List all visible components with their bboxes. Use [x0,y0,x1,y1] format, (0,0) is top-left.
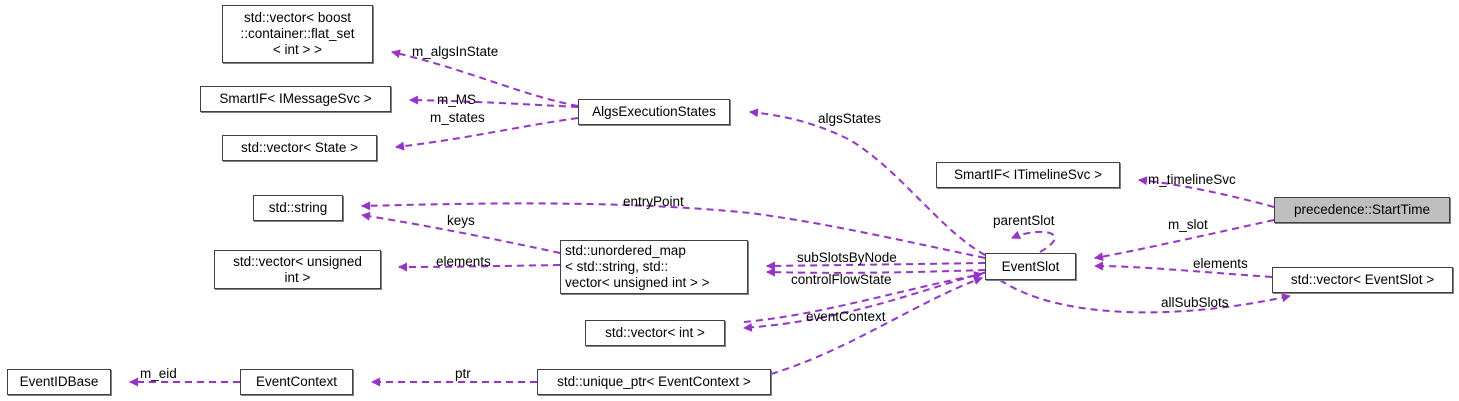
node-eventcontext[interactable]: EventContext [240,369,353,395]
edge-label-e-ptr: ptr [455,366,471,381]
node-std_string[interactable]: std::string [253,195,343,221]
node-smartif_itimelinesvc[interactable]: SmartIF< ITimelineSvc > [936,162,1120,188]
edge-label-e-m_slot: m_slot [1168,217,1208,232]
edge-label-e-m_states: m_states [430,110,485,125]
node-vector_int[interactable]: std::vector< int > [585,320,725,346]
node-smartif_imessagesvc[interactable]: SmartIF< IMessageSvc > [200,86,391,112]
node-vector_eventslot[interactable]: std::vector< EventSlot > [1272,267,1453,293]
edge-e-parentSlot [1011,230,1056,253]
edge-label-e-m_algsInState: m_algsInState [412,44,499,59]
edge-label-e-subSlotsByNode: subSlotsByNode [797,250,897,265]
edge-e-m_algsInState [391,49,579,107]
edge-e-m_states [395,117,579,151]
node-vector_flat_set[interactable]: std::vector< boost ::container::flat_set… [222,5,373,63]
edge-label-e-m_MS: m_MS [437,92,477,107]
edge-label-e-parentSlot: parentSlot [993,213,1055,228]
edge-e-eventctx-up [770,276,983,375]
node-unique_ptr_eventctx[interactable]: std::unique_ptr< EventContext > [537,369,771,395]
edge-e-m_MS [409,95,579,108]
node-algsexecutionstates[interactable]: AlgsExecutionStates [578,99,730,125]
edge-e-allSubSlots [999,279,1291,314]
edge-label-e-controlFlowState: controlFlowState [791,272,892,287]
edge-label-e-m_timelineSvc: m_timelineSvc [1148,172,1236,187]
edge-label-e-elements-umap: elements [436,254,491,269]
edge-label-e-m_eid: m_eid [140,366,177,381]
node-eventidbase[interactable]: EventIDBase [7,369,111,395]
edge-label-e-allSubSlots: allSubSlots [1161,295,1229,310]
edge-label-e-algsStates: algsStates [818,111,882,126]
node-vector_unsigned_int[interactable]: std::vector< unsigned int > [214,250,381,289]
edge-label-e-elements-eslot: elements [1193,256,1248,271]
node-unordered_map[interactable]: std::unordered_map < std::string, std:: … [560,240,748,294]
edge-label-e-eventContext: eventContext [806,309,886,324]
edge-label-e-entryPoint: entryPoint [623,194,684,209]
edge-label-e-keys: keys [447,213,475,228]
node-eventslot[interactable]: EventSlot [985,253,1076,280]
node-vector_state[interactable]: std::vector< State > [222,135,377,161]
node-precedence_starttime[interactable]: precedence::StartTime [1274,197,1450,223]
